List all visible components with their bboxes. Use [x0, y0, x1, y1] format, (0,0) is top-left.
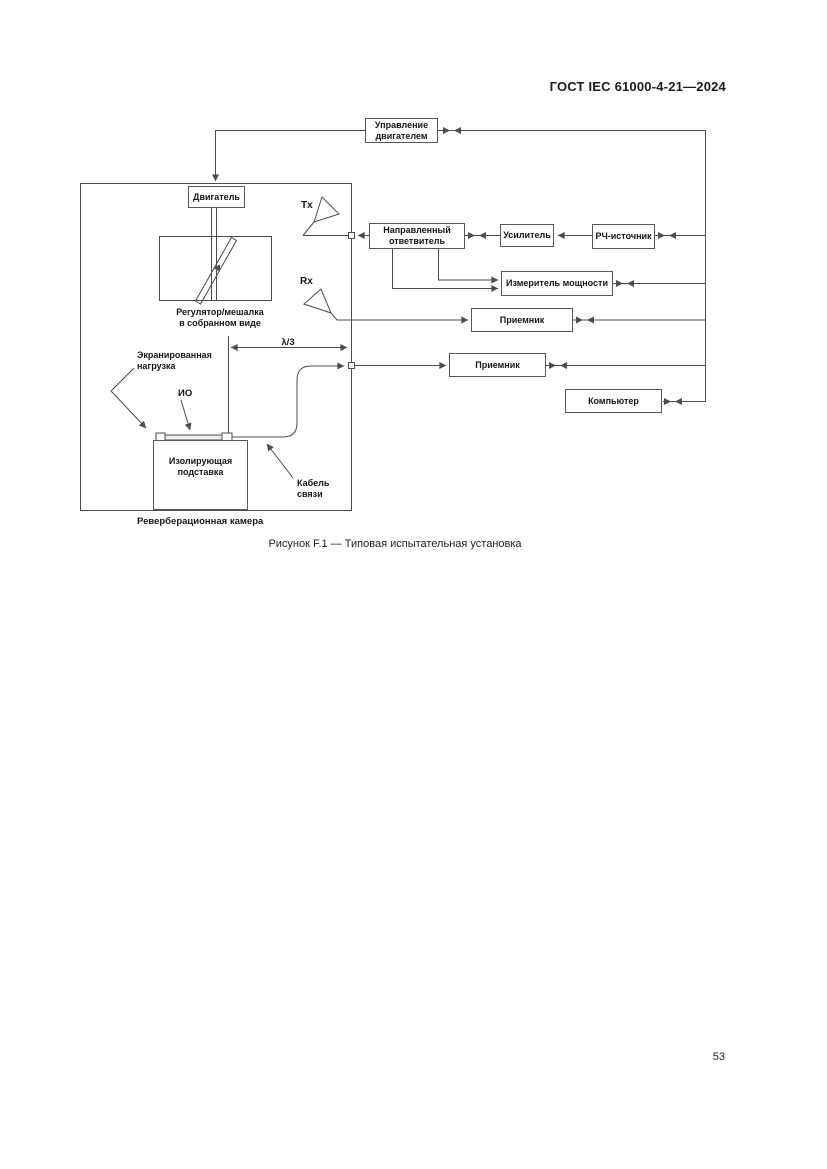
comm-cable-label: Кабель связи — [297, 478, 330, 500]
rx-label: Rx — [300, 276, 313, 287]
shielded-load-leader — [110, 367, 147, 429]
comm-cable-line — [232, 362, 345, 438]
leader-lines — [110, 367, 294, 479]
page-header: ГОСТ IEC 61000-4-21—2024 — [549, 79, 726, 94]
page-number: 53 — [712, 1051, 725, 1063]
lambda-third-label: λ/3 — [281, 337, 295, 348]
amplifier-box: Усилитель — [500, 224, 554, 247]
stirrer-shaft — [211, 208, 217, 300]
receiver-2-box: Приемник — [449, 353, 546, 377]
tx-label: Tx — [301, 200, 313, 211]
rf-source-box: РЧ-источник — [592, 224, 655, 249]
motor-box: Двигатель — [188, 186, 245, 208]
cable-leader — [266, 443, 294, 479]
chamber-outline — [80, 183, 352, 511]
shielded-load-label: Экранированная нагрузка — [137, 350, 212, 372]
cable-bulkhead-connector — [348, 362, 355, 369]
motor-control-box: Управление двигателем — [365, 118, 438, 143]
motor-control-line — [212, 130, 365, 182]
insulating-support-box: Изолирующая подставка — [153, 440, 248, 510]
rx-antenna-icon — [303, 288, 469, 324]
bus-line — [438, 130, 706, 402]
receiver-1-box: Приемник — [471, 308, 573, 332]
paddle-pivot-arrow — [213, 264, 220, 272]
tx-antenna-icon — [302, 196, 340, 236]
stirrer-paddle — [194, 236, 238, 305]
rx-feed-line — [330, 312, 469, 324]
chamber-label: Реверберационная камера — [137, 516, 264, 527]
stirrer-box — [159, 236, 272, 301]
tx-bulkhead-connector — [348, 232, 355, 239]
lambda-dimension — [228, 336, 348, 433]
directional-coupler-box: Направленный ответвитель — [369, 223, 465, 249]
power-meter-box: Измеритель мощности — [501, 271, 613, 296]
stirrer-label: Регулятор/мешалка в собранном виде — [176, 307, 264, 329]
stirrer-assembly — [159, 208, 272, 305]
diagram-linework — [80, 127, 706, 511]
figure-caption: Рисунок F.1 — Типовая испытательная уста… — [268, 538, 522, 550]
eut-label: ИО — [178, 388, 193, 399]
eut-leader — [180, 399, 192, 431]
computer-box: Компьютер — [565, 389, 662, 413]
